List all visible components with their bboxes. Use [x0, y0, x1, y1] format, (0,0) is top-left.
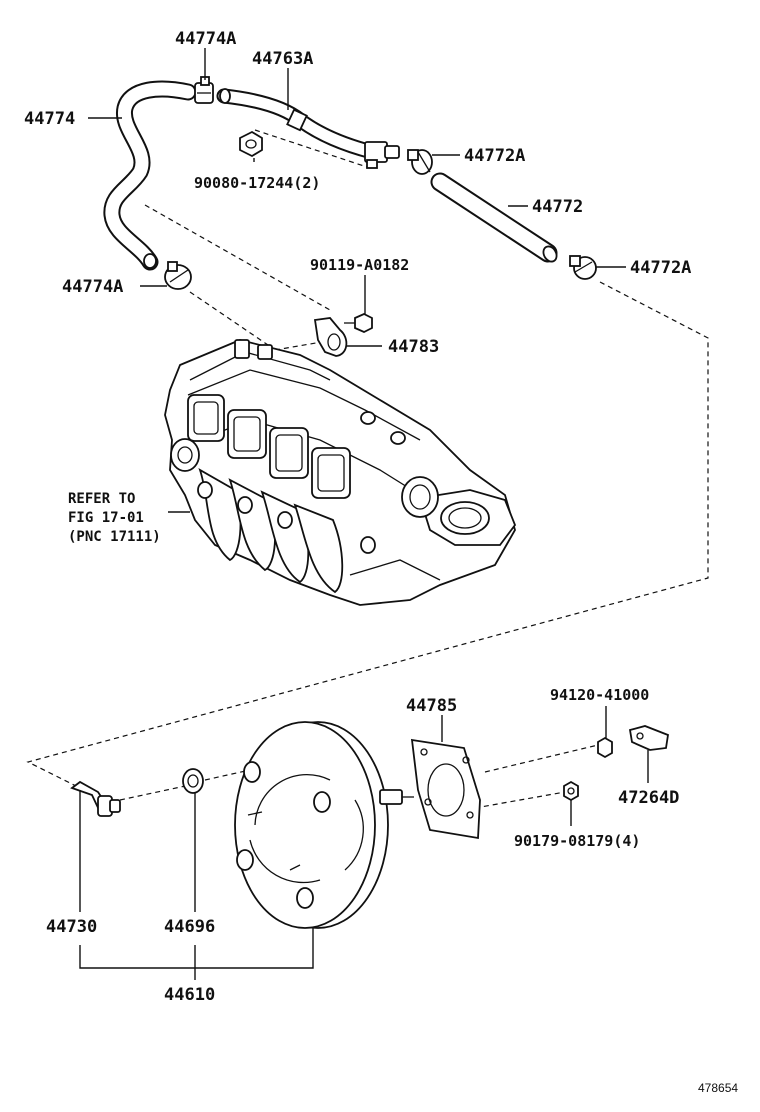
bolt-90119-A0182[interactable] — [344, 313, 373, 333]
hose-44763A[interactable] — [216, 88, 400, 169]
nut-94120-41000[interactable] — [597, 736, 613, 759]
callout-44783: 44783 — [388, 337, 439, 357]
callout-90080-17244: 90080-17244(2) — [194, 174, 320, 192]
clamp-44772A-1[interactable] — [407, 149, 433, 175]
gasket-44785[interactable] — [410, 738, 481, 840]
callout-44730: 44730 — [46, 917, 97, 937]
callout-44774A-top: 44774A — [175, 29, 236, 49]
callout-44772: 44772 — [532, 197, 583, 217]
refer-text-line-2: FIG 17-01 — [68, 510, 144, 526]
nut-90179-08179[interactable] — [563, 780, 579, 802]
assembly-dashed-lines — [26, 129, 709, 809]
check-valve-44730[interactable] — [70, 780, 121, 817]
callout-44785: 44785 — [406, 696, 457, 716]
callout-90119-A0182: 90119-A0182 — [310, 256, 409, 274]
bolt-90080-17244[interactable] — [239, 130, 263, 158]
hose-44774[interactable] — [103, 80, 197, 271]
callout-44772A-2: 44772A — [630, 258, 691, 278]
grommet-44696[interactable] — [182, 768, 204, 794]
callout-44610: 44610 — [164, 985, 215, 1005]
callout-labels: 44774A 44763A 44774 90080-17244(2) 44772… — [24, 29, 738, 1095]
callout-47264D: 47264D — [618, 788, 679, 808]
callout-44696: 44696 — [164, 917, 215, 937]
clip-47264D[interactable] — [628, 725, 669, 751]
clamp-44774A-top[interactable] — [194, 76, 214, 104]
diagram-id: 478654 — [698, 1081, 738, 1095]
callout-94120-41000: 94120-41000 — [550, 686, 649, 704]
bracket-44783[interactable] — [313, 317, 348, 357]
intake-manifold[interactable] — [164, 339, 517, 606]
brake-booster-44610[interactable] — [234, 721, 414, 929]
hose-44772[interactable] — [430, 172, 559, 264]
callout-90179-08179: 90179-08179(4) — [514, 832, 640, 850]
callout-44774: 44774 — [24, 109, 75, 129]
clamp-44774A-bottom[interactable] — [164, 261, 192, 290]
callout-44763A: 44763A — [252, 49, 313, 69]
callout-44772A-1: 44772A — [464, 146, 525, 166]
refer-text-line-1: REFER TO — [68, 491, 135, 507]
clamp-44772A-2[interactable] — [569, 255, 597, 280]
callout-44774A-bottom: 44774A — [62, 277, 123, 297]
leader-lines — [79, 48, 649, 980]
refer-text-line-3: (PNC 17111) — [68, 529, 161, 545]
